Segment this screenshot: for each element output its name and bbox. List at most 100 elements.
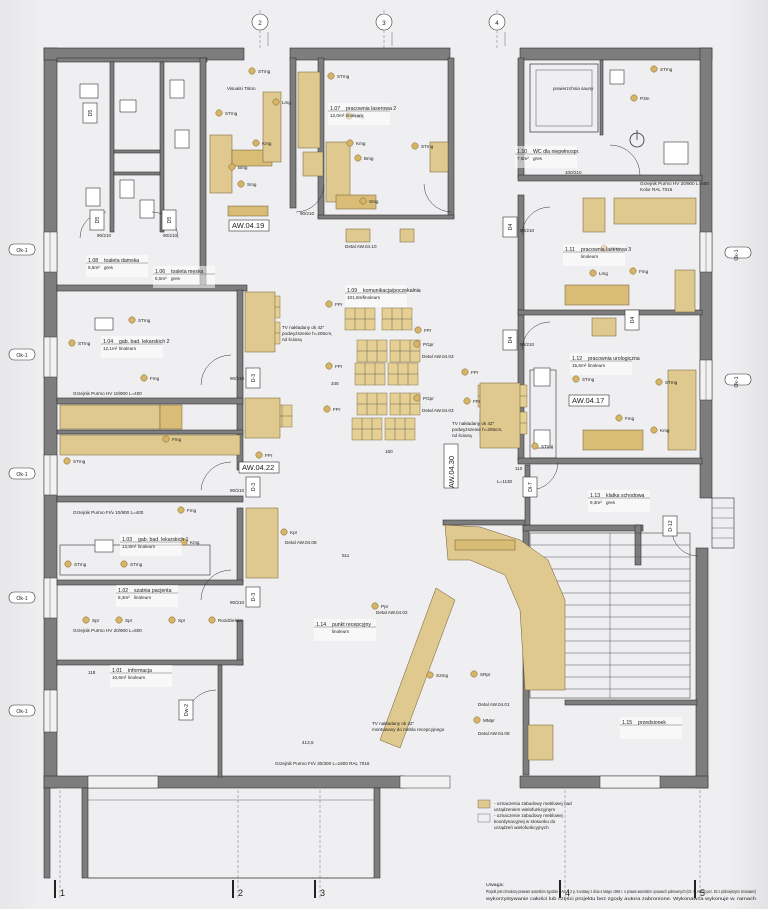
annotation: Kolor RAL 7016 [640,187,673,192]
fixture-code: PGpr [423,396,434,401]
door-tag: D-3 [245,476,261,498]
fixture-marker-dot [413,340,421,348]
dimension: 90/210 [230,376,244,381]
door-code: D5 [95,217,101,224]
detail-tag-text: AW.04.22 [242,463,274,472]
fixture-code: Fmg [187,508,197,513]
legend-line: urządzeniem wielofunkcyjnym [494,807,555,812]
axis-number: 3 [382,20,386,27]
door-tag: D-12 [662,515,678,537]
door-tag: D4 [502,216,518,238]
fixture-marker-dot [115,616,123,624]
window-tag: Ok-1 [724,246,752,261]
room-number: 1.13 [590,493,600,499]
fixture-code: STmg [582,377,595,382]
room-number: 1.14 [316,622,326,628]
fixture-marker-dot [82,616,90,624]
dimension: 118 [88,670,96,675]
fixture-marker-dot [215,109,223,117]
door-tag: D5 [161,209,177,231]
window-code: Ok-1 [734,249,740,260]
door-code: D-3 [251,593,257,601]
annotation: podwyższenie h=205cm, [282,331,332,336]
fixture-code: STmg [78,341,91,346]
fixture-code: STmg [130,562,143,567]
door-tag: D4 [624,309,640,331]
staircase [529,532,691,699]
fixture-marker-dot [64,560,72,568]
annotation: nd ścianą [452,433,472,438]
annotation: Detal AW.04.08 [478,731,510,736]
fixture-code: Lmg [599,271,608,276]
legend-line: - oznaczenia zabudowy meblowej nad [494,801,572,806]
door-tag: D5 [89,209,105,231]
fixture-code: Bmg [364,156,374,161]
fixture-code: Bmg [238,165,248,170]
window-tag: Ok-1 [8,467,36,480]
annotation: Grzejnik Purmo HV 20/900 L=600 [640,181,709,186]
fixture-marker-dot [68,339,76,347]
dimension: 160 [385,449,393,454]
fixture-code: Spr [92,618,100,623]
annotation: TV nakładany ok 42" [282,325,325,330]
door-tag: D4 [502,329,518,351]
room-number: 1.09 [347,288,357,294]
dimension: 90/210 [300,211,314,216]
fixture-code: STmg [73,459,86,464]
annotation: TV nakładany ok 42" [452,421,495,426]
room-floor: gres [606,500,616,505]
fixture-code: Spr [178,618,186,623]
fixture-marker-dot [128,316,136,324]
fixture-code: FPr [424,328,432,333]
dimension: 90/210 [520,342,534,347]
fixture-code: Kmg [262,141,272,146]
room-number: 1.08 [88,258,98,264]
fixture-code: Kpr [290,530,298,535]
room-floor: linoleum [588,363,605,368]
annotation: Grzejnik Purmo HV 10/900 L=400 [73,391,142,396]
fixture-code: Fmg [172,437,182,442]
axis-number: 5 [700,888,705,898]
annotation: Grzejnik Purmo Fr/v 10/900 L=400 [73,510,144,515]
room-area: 8,3m² [118,595,130,600]
detail-tag: AW.04.22 [238,461,280,474]
door-code: D-3 [251,374,257,382]
stamp-line: Projekt jest chroniony prawem autorskim … [486,889,756,894]
door-code: D4 [508,337,514,344]
fixture-code: Ppr [381,604,389,609]
fixture-code: FPr [473,399,481,404]
fixture-marker-dot [272,98,280,106]
room-name: klatka schodowa [606,493,644,499]
fixture-code: STmg [421,144,434,149]
annotation: podwyższenie h=205cm, [452,427,502,432]
fixture-code: PGpr [423,342,434,347]
fixture-code: Kmg [660,428,670,433]
fixture-marker-dot [650,426,658,434]
annotation: Grzejnik Purmo Fr/v 30/300 L=1600 RAL 70… [275,761,370,766]
fixture-marker-dot [461,368,469,376]
annotation: montowany do mebla recepcyjnego [372,727,445,732]
annotation: TV nakładany ok 42" [372,721,415,726]
stamp-line: wykorzystywanie całości lub części proje… [486,896,757,901]
annotation: Detal AW.04.08 [285,540,317,545]
fixture-marker-dot [280,528,288,536]
axis-number: 2 [238,888,243,898]
room-name: punkt recepcyjny [332,622,371,628]
fixture-code: Smg [247,182,257,187]
fixture-code: Spr [125,618,133,623]
fixture-code: Fmg [639,269,649,274]
window-tag: Ok-1 [724,373,752,388]
room-name: informacja [128,668,152,674]
fixture-marker-dot [248,67,256,75]
room-name: gab. bad. lekarskich 1 [138,537,189,543]
room-area: 13,8m² [122,544,137,549]
fixture-marker-dot [426,671,434,679]
window-tag: Ok-1 [8,591,36,604]
